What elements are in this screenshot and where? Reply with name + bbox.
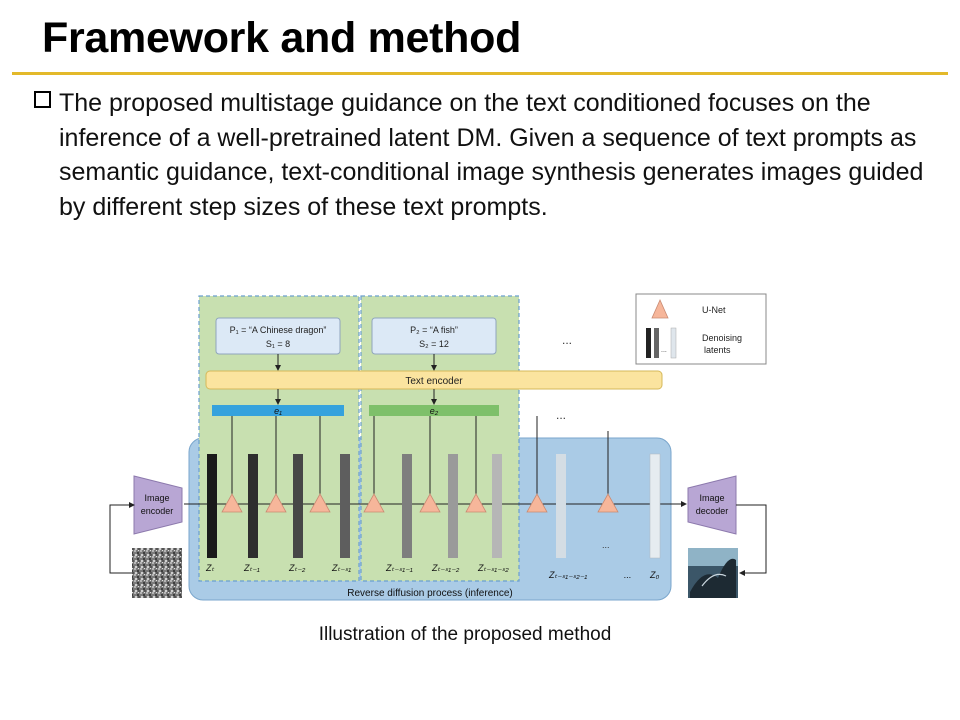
title-divider bbox=[12, 72, 948, 75]
unet-icon bbox=[526, 493, 548, 513]
legend-unet-label: U-Net bbox=[702, 305, 726, 315]
latent-bar-7 bbox=[492, 454, 502, 558]
image-decoder-line1: Image bbox=[699, 493, 724, 503]
encoder-ellipsis: ... bbox=[556, 408, 566, 422]
unet-icon bbox=[419, 493, 441, 513]
slide-title: Framework and method bbox=[42, 14, 522, 62]
unet-icon bbox=[363, 493, 385, 513]
embedding-e1-label: e₁ bbox=[274, 406, 282, 416]
image-encoder-line1: Image bbox=[144, 493, 169, 503]
latent-bar-2 bbox=[248, 454, 258, 558]
latent-ellipsis: ... bbox=[602, 540, 610, 550]
embedding-e2 bbox=[369, 405, 499, 416]
image-decoder-line2: decoder bbox=[696, 506, 729, 516]
legend-unet-icon bbox=[651, 299, 669, 319]
output-dragon-image bbox=[688, 548, 738, 598]
legend-latent-icon bbox=[646, 328, 651, 358]
latent-bar-4 bbox=[340, 454, 350, 558]
latent-bar-3 bbox=[293, 454, 303, 558]
unet-icon bbox=[221, 493, 243, 513]
diagram-caption: Illustration of the proposed method bbox=[0, 624, 930, 646]
latent-label: Z₀ bbox=[649, 570, 659, 580]
latent-label: Zₜ₋ₛ₁₋ₛ₂₋₁ bbox=[548, 570, 587, 580]
bullet-text: The proposed multistage guidance on the … bbox=[59, 89, 924, 221]
image-encoder bbox=[133, 475, 183, 535]
latent-label: Zₜ bbox=[205, 563, 214, 573]
latent-label: Zₜ₋₁ bbox=[243, 563, 260, 573]
prompt2-line1: P₂ = “A fish” bbox=[410, 325, 458, 335]
unet-icon bbox=[465, 493, 487, 513]
legend-dots: ... bbox=[661, 347, 667, 354]
bullet-square-icon bbox=[34, 91, 51, 108]
prompt1-line1: P₁ = “A Chinese dragon” bbox=[230, 325, 327, 335]
unet-icon bbox=[265, 493, 287, 513]
latent-label: Zₜ₋ₛ₁₋₁ bbox=[385, 563, 413, 573]
prompt2-line2: S₂ = 12 bbox=[419, 339, 449, 349]
unet-icon bbox=[309, 493, 331, 513]
prompt-ellipsis: ... bbox=[562, 333, 572, 347]
latent-bar-5 bbox=[402, 454, 412, 558]
reverse-diffusion-label: Reverse diffusion process (inference) bbox=[347, 588, 512, 599]
legend-latents-line2: latents bbox=[704, 345, 731, 355]
latent-label: Zₜ₋ₛ₁₋₂ bbox=[431, 563, 460, 573]
latent-bar-8 bbox=[556, 454, 566, 558]
image-decoder bbox=[687, 475, 737, 535]
method-diagram: P₁ = “A Chinese dragon” S₁ = 8 P₂ = “A f… bbox=[109, 293, 767, 601]
latent-bar-final bbox=[649, 453, 661, 559]
caption-text: Illustration of the proposed method bbox=[318, 624, 612, 645]
embedding-e1 bbox=[212, 405, 344, 416]
prompt1-line2: S₁ = 8 bbox=[266, 339, 290, 349]
legend-latents-line1: Denoising bbox=[702, 333, 742, 343]
latent-label: ... bbox=[624, 570, 632, 580]
embedding-e2-label: e₂ bbox=[430, 406, 439, 416]
text-encoder-label: Text encoder bbox=[405, 376, 463, 387]
latent-bar-1 bbox=[207, 454, 217, 558]
latent-label: Zₜ₋ₛ₁ bbox=[331, 563, 351, 573]
image-encoder-line2: encoder bbox=[141, 506, 174, 516]
latent-bar-6 bbox=[448, 454, 458, 558]
unet-icon bbox=[597, 493, 619, 513]
latent-label: Zₜ₋₂ bbox=[288, 563, 306, 573]
noise-image bbox=[132, 548, 182, 598]
latent-label: Zₜ₋ₛ₁₋ₛ₂ bbox=[477, 563, 509, 573]
